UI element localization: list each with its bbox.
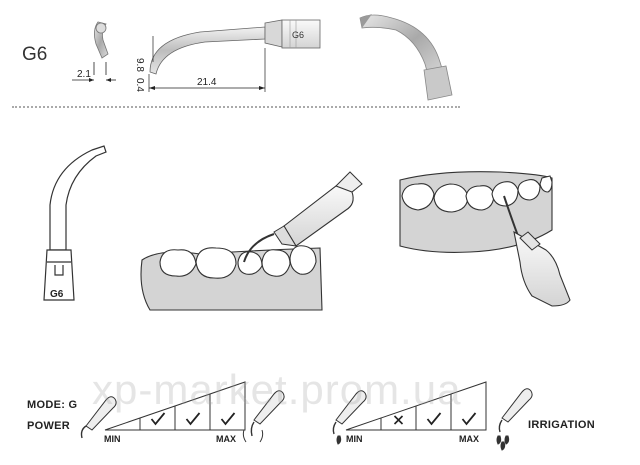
irrigation-cross-mark <box>393 415 404 425</box>
power-check-mark <box>220 412 236 426</box>
watermark: xp-market.prom.ua <box>92 366 462 413</box>
tip-illustration <box>43 145 107 301</box>
power-cells <box>150 412 236 426</box>
separator-line <box>12 106 460 108</box>
tip-side-view: G6 <box>149 19 321 75</box>
tip-end-view <box>94 21 109 59</box>
power-check-mark <box>150 412 166 426</box>
handpiece-vibration-icon <box>242 390 285 443</box>
power-check-mark <box>185 412 201 426</box>
irrigation-check-mark <box>426 412 442 426</box>
tip-engraving: G6 <box>292 30 304 40</box>
power-scale <box>104 381 246 431</box>
handpiece-drops-icon <box>496 388 533 451</box>
irrigation-max-label: MAX <box>459 434 479 444</box>
irrigation-cells <box>393 412 477 426</box>
irrigation-label: IRRIGATION <box>528 419 595 431</box>
mode-label: MODE: G <box>27 399 78 411</box>
tip-name: G6 <box>22 44 48 65</box>
tip-3d-render <box>359 14 453 101</box>
tip-illustration-label: G6 <box>50 289 64 300</box>
handpiece-drop-icon <box>332 390 367 445</box>
power-min-label: MIN <box>104 434 121 444</box>
power-max-label: MAX <box>216 434 236 444</box>
power-label: POWER <box>27 420 71 432</box>
lower-jaw-scene <box>140 171 363 311</box>
dim-offset: 0.4 <box>134 78 145 92</box>
irrigation-check-mark <box>461 412 477 426</box>
upper-jaw-scene <box>399 171 571 307</box>
dim-length: 21.4 <box>197 77 217 88</box>
handpiece-icon <box>80 396 117 439</box>
dim-width-a: 2.1 <box>77 69 91 80</box>
irrigation-scale <box>345 381 487 431</box>
irrigation-min-label: MIN <box>346 434 363 444</box>
dim-height: 9.8 <box>134 58 145 72</box>
